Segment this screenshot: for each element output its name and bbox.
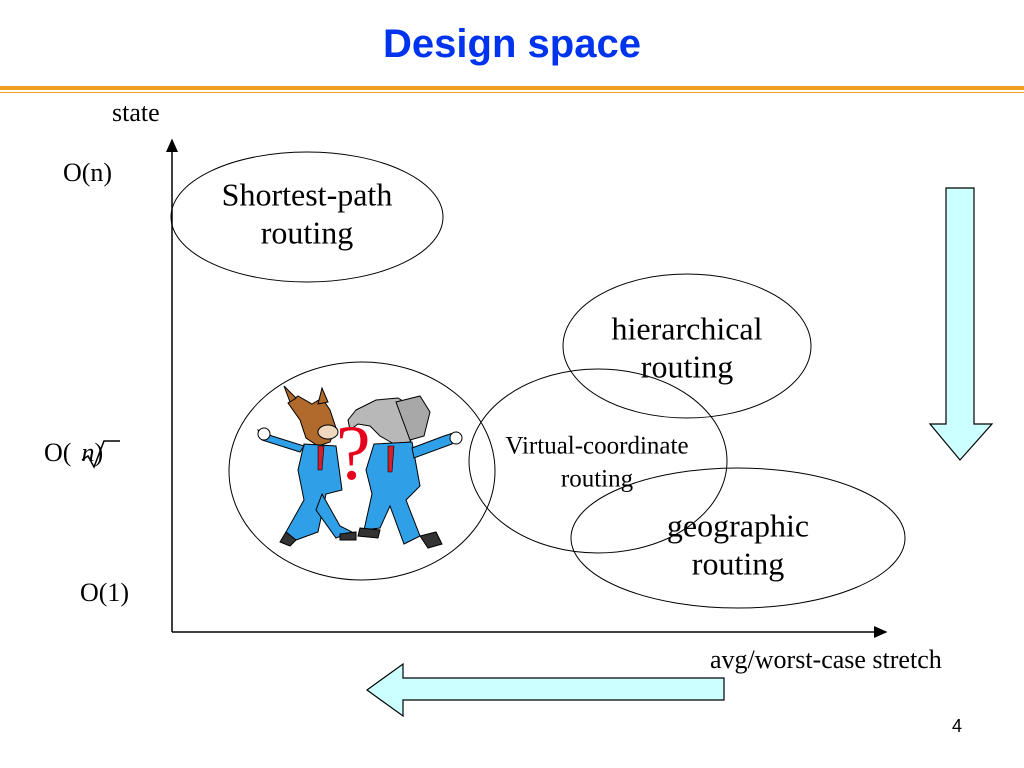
- page-number: 4: [951, 716, 962, 736]
- geographic-ellipse: [570, 467, 906, 609]
- region-shortest-path: Shortest-path routing: [222, 176, 393, 253]
- region-virtual-coordinate-line2: routing: [560, 465, 634, 492]
- virtual-coordinate-ellipse: [468, 368, 728, 554]
- region-shortest-path-line1: Shortest-path: [221, 176, 393, 213]
- region-shortest-path-line2: routing: [260, 215, 354, 251]
- hierarchical-ellipse: [562, 273, 812, 419]
- region-virtual-coordinate-line1: Virtual-coordinate: [505, 432, 689, 460]
- y-tick-low: O(1): [80, 578, 130, 607]
- y-tick-mid-suffix: ): [94, 438, 104, 467]
- region-geographic-line2: routing: [691, 546, 785, 582]
- title-rule: [0, 86, 1024, 90]
- y-tick-high: O(n): [63, 158, 113, 187]
- down-arrow: [928, 187, 994, 461]
- region-hierarchical-line1: hierarchical: [611, 310, 763, 347]
- slide-title: Design space: [383, 22, 641, 66]
- region-hierarchical-line2: routing: [640, 349, 734, 385]
- elephant-figure: [347, 395, 463, 549]
- region-geographic: geographic routing: [667, 507, 809, 584]
- donkey-figure: [257, 385, 357, 547]
- question-mark: ?: [336, 409, 371, 496]
- region-virtual-coordinate: Virtual-coordinate routing: [505, 431, 688, 496]
- y-tick-mid-symbol: n: [81, 438, 95, 467]
- shortest-path-ellipse: [170, 151, 444, 283]
- sqrt-symbol: [81, 440, 120, 469]
- y-tick-mid-prefix: O(: [44, 438, 72, 467]
- y-axis-label: state: [112, 98, 160, 127]
- question-ellipse: [228, 361, 496, 581]
- x-axis-label: avg/worst-case stretch: [710, 645, 942, 674]
- region-hierarchical: hierarchical routing: [612, 310, 763, 387]
- title-rule-thin: [0, 92, 1024, 93]
- y-tick-mid: O( n): [44, 438, 103, 468]
- region-geographic-line1: geographic: [666, 507, 810, 544]
- left-arrow: [365, 662, 725, 718]
